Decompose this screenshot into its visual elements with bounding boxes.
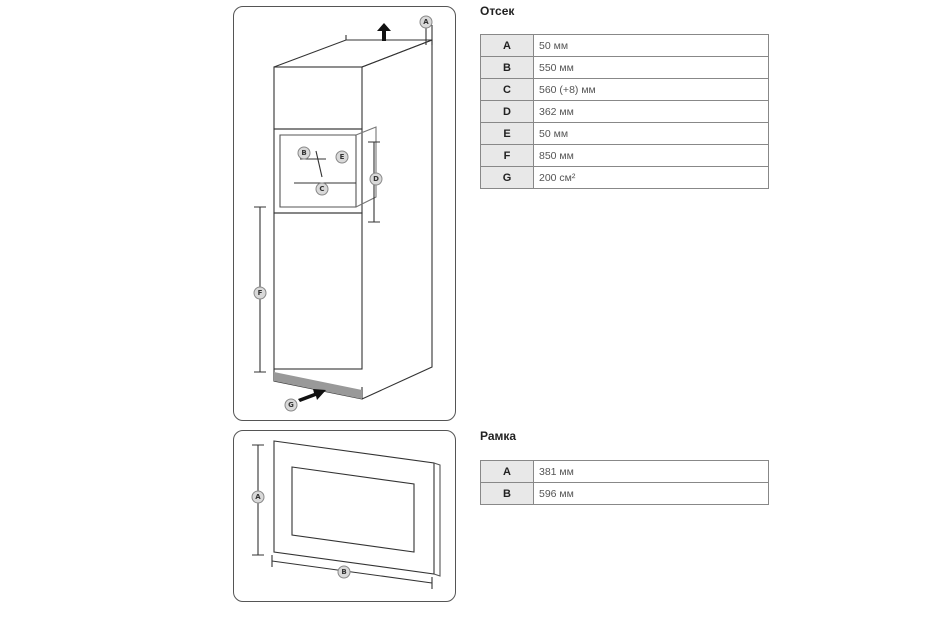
svg-text:F: F xyxy=(258,289,263,297)
row-key: B xyxy=(480,56,534,79)
svg-text:B: B xyxy=(301,149,306,157)
marker-a: A xyxy=(419,15,433,29)
frame-drawing: A B xyxy=(251,440,441,589)
row-value: 850 мм xyxy=(533,144,769,167)
frame-marker-a: A xyxy=(251,490,265,504)
row-value: 560 (+8) мм xyxy=(533,78,769,101)
svg-text:G: G xyxy=(288,401,294,409)
cabinet-right-side xyxy=(361,39,433,400)
row-value: 50 мм xyxy=(533,122,769,145)
inlet-arrow-icon xyxy=(298,389,326,402)
svg-text:B: B xyxy=(341,568,346,576)
upper-cabinet-front xyxy=(273,66,363,130)
svg-text:A: A xyxy=(423,18,429,26)
frame-outer xyxy=(273,440,435,575)
frame-diagram-panel: A B xyxy=(233,430,456,602)
row-key: A xyxy=(480,34,534,57)
frame-inner xyxy=(291,466,415,553)
frame-title: Рамка xyxy=(480,429,517,443)
upper-cabinet-top xyxy=(273,39,433,68)
marker-d: D xyxy=(369,172,383,186)
frame-marker-b: B xyxy=(337,565,351,579)
row-value: 50 мм xyxy=(533,34,769,57)
marker-f: F xyxy=(253,286,267,300)
row-key: C xyxy=(480,78,534,101)
row-key: B xyxy=(480,482,534,505)
niche-front xyxy=(273,128,363,214)
row-value: 381 мм xyxy=(533,460,769,483)
row-key: G xyxy=(480,166,534,189)
row-value: 362 мм xyxy=(533,100,769,123)
row-value: 550 мм xyxy=(533,56,769,79)
row-value: 596 мм xyxy=(533,482,769,505)
marker-g: G xyxy=(284,398,298,412)
cabinet-drawing: A B E C D F G xyxy=(253,15,433,412)
row-key: D xyxy=(480,100,534,123)
row-key: E xyxy=(480,122,534,145)
svg-text:A: A xyxy=(255,493,261,501)
bottom-vent xyxy=(274,372,362,399)
marker-c: C xyxy=(315,182,329,196)
compartment-title: Отсек xyxy=(480,4,515,18)
svg-text:D: D xyxy=(373,175,379,183)
up-arrow-icon xyxy=(377,23,391,41)
row-key: A xyxy=(480,460,534,483)
lower-cabinet-front xyxy=(273,212,363,370)
marker-e: E xyxy=(335,150,349,164)
svg-text:C: C xyxy=(319,185,324,193)
svg-text:E: E xyxy=(340,153,345,161)
row-key: F xyxy=(480,144,534,167)
row-value: 200 см² xyxy=(533,166,769,189)
marker-b: B xyxy=(297,146,311,160)
compartment-diagram-panel: A B E C D F G xyxy=(233,6,456,421)
